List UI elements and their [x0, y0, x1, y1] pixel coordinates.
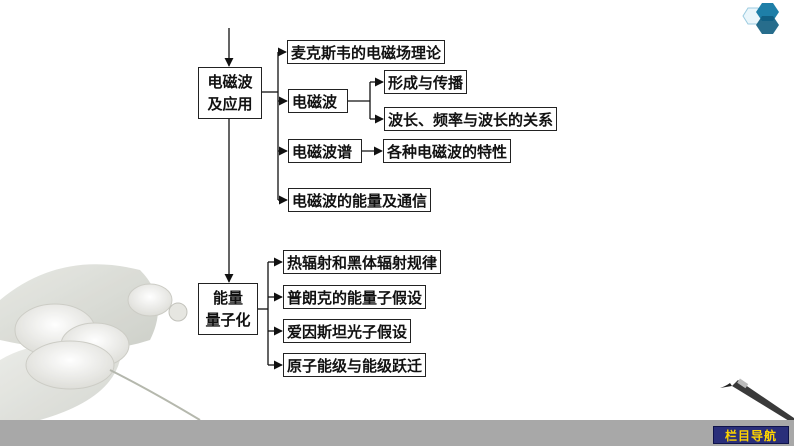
node-em-wave-properties: 各种电磁波的特性 [383, 139, 512, 163]
footer-bar [0, 420, 794, 446]
hexagon-logo-icon [742, 3, 779, 34]
root-node-quantization-line2: 量子化 [205, 311, 251, 329]
lotus-flower-decoration [0, 264, 201, 421]
node-planck-quanta: 普朗克的能量子假设 [283, 285, 427, 309]
root-node-em-waves-line2: 及应用 [207, 95, 253, 113]
root-node-quantization: 能量 量子化 [198, 283, 258, 335]
node-formation-propagation: 形成与传播 [384, 70, 468, 94]
section-nav-button[interactable]: 栏目导航 [713, 426, 789, 444]
node-atomic-energy-levels: 原子能级与能级跃迁 [283, 353, 427, 377]
root-node-em-waves-line1: 电磁波 [207, 73, 253, 91]
root-node-quantization-line1: 能量 [212, 289, 243, 307]
node-maxwell-theory: 麦克斯韦的电磁场理论 [287, 40, 446, 64]
node-em-wave: 电磁波 [288, 89, 348, 113]
node-wavelength-frequency: 波长、频率与波长的关系 [384, 107, 558, 131]
brush-pen-icon [720, 378, 794, 424]
node-einstein-photon: 爱因斯坦光子假设 [283, 319, 412, 343]
node-em-spectrum: 电磁波谱 [288, 139, 362, 163]
node-em-energy-communication: 电磁波的能量及通信 [288, 188, 432, 212]
root-node-em-waves: 电磁波 及应用 [198, 67, 262, 119]
node-thermal-radiation: 热辐射和黑体辐射规律 [283, 250, 442, 274]
